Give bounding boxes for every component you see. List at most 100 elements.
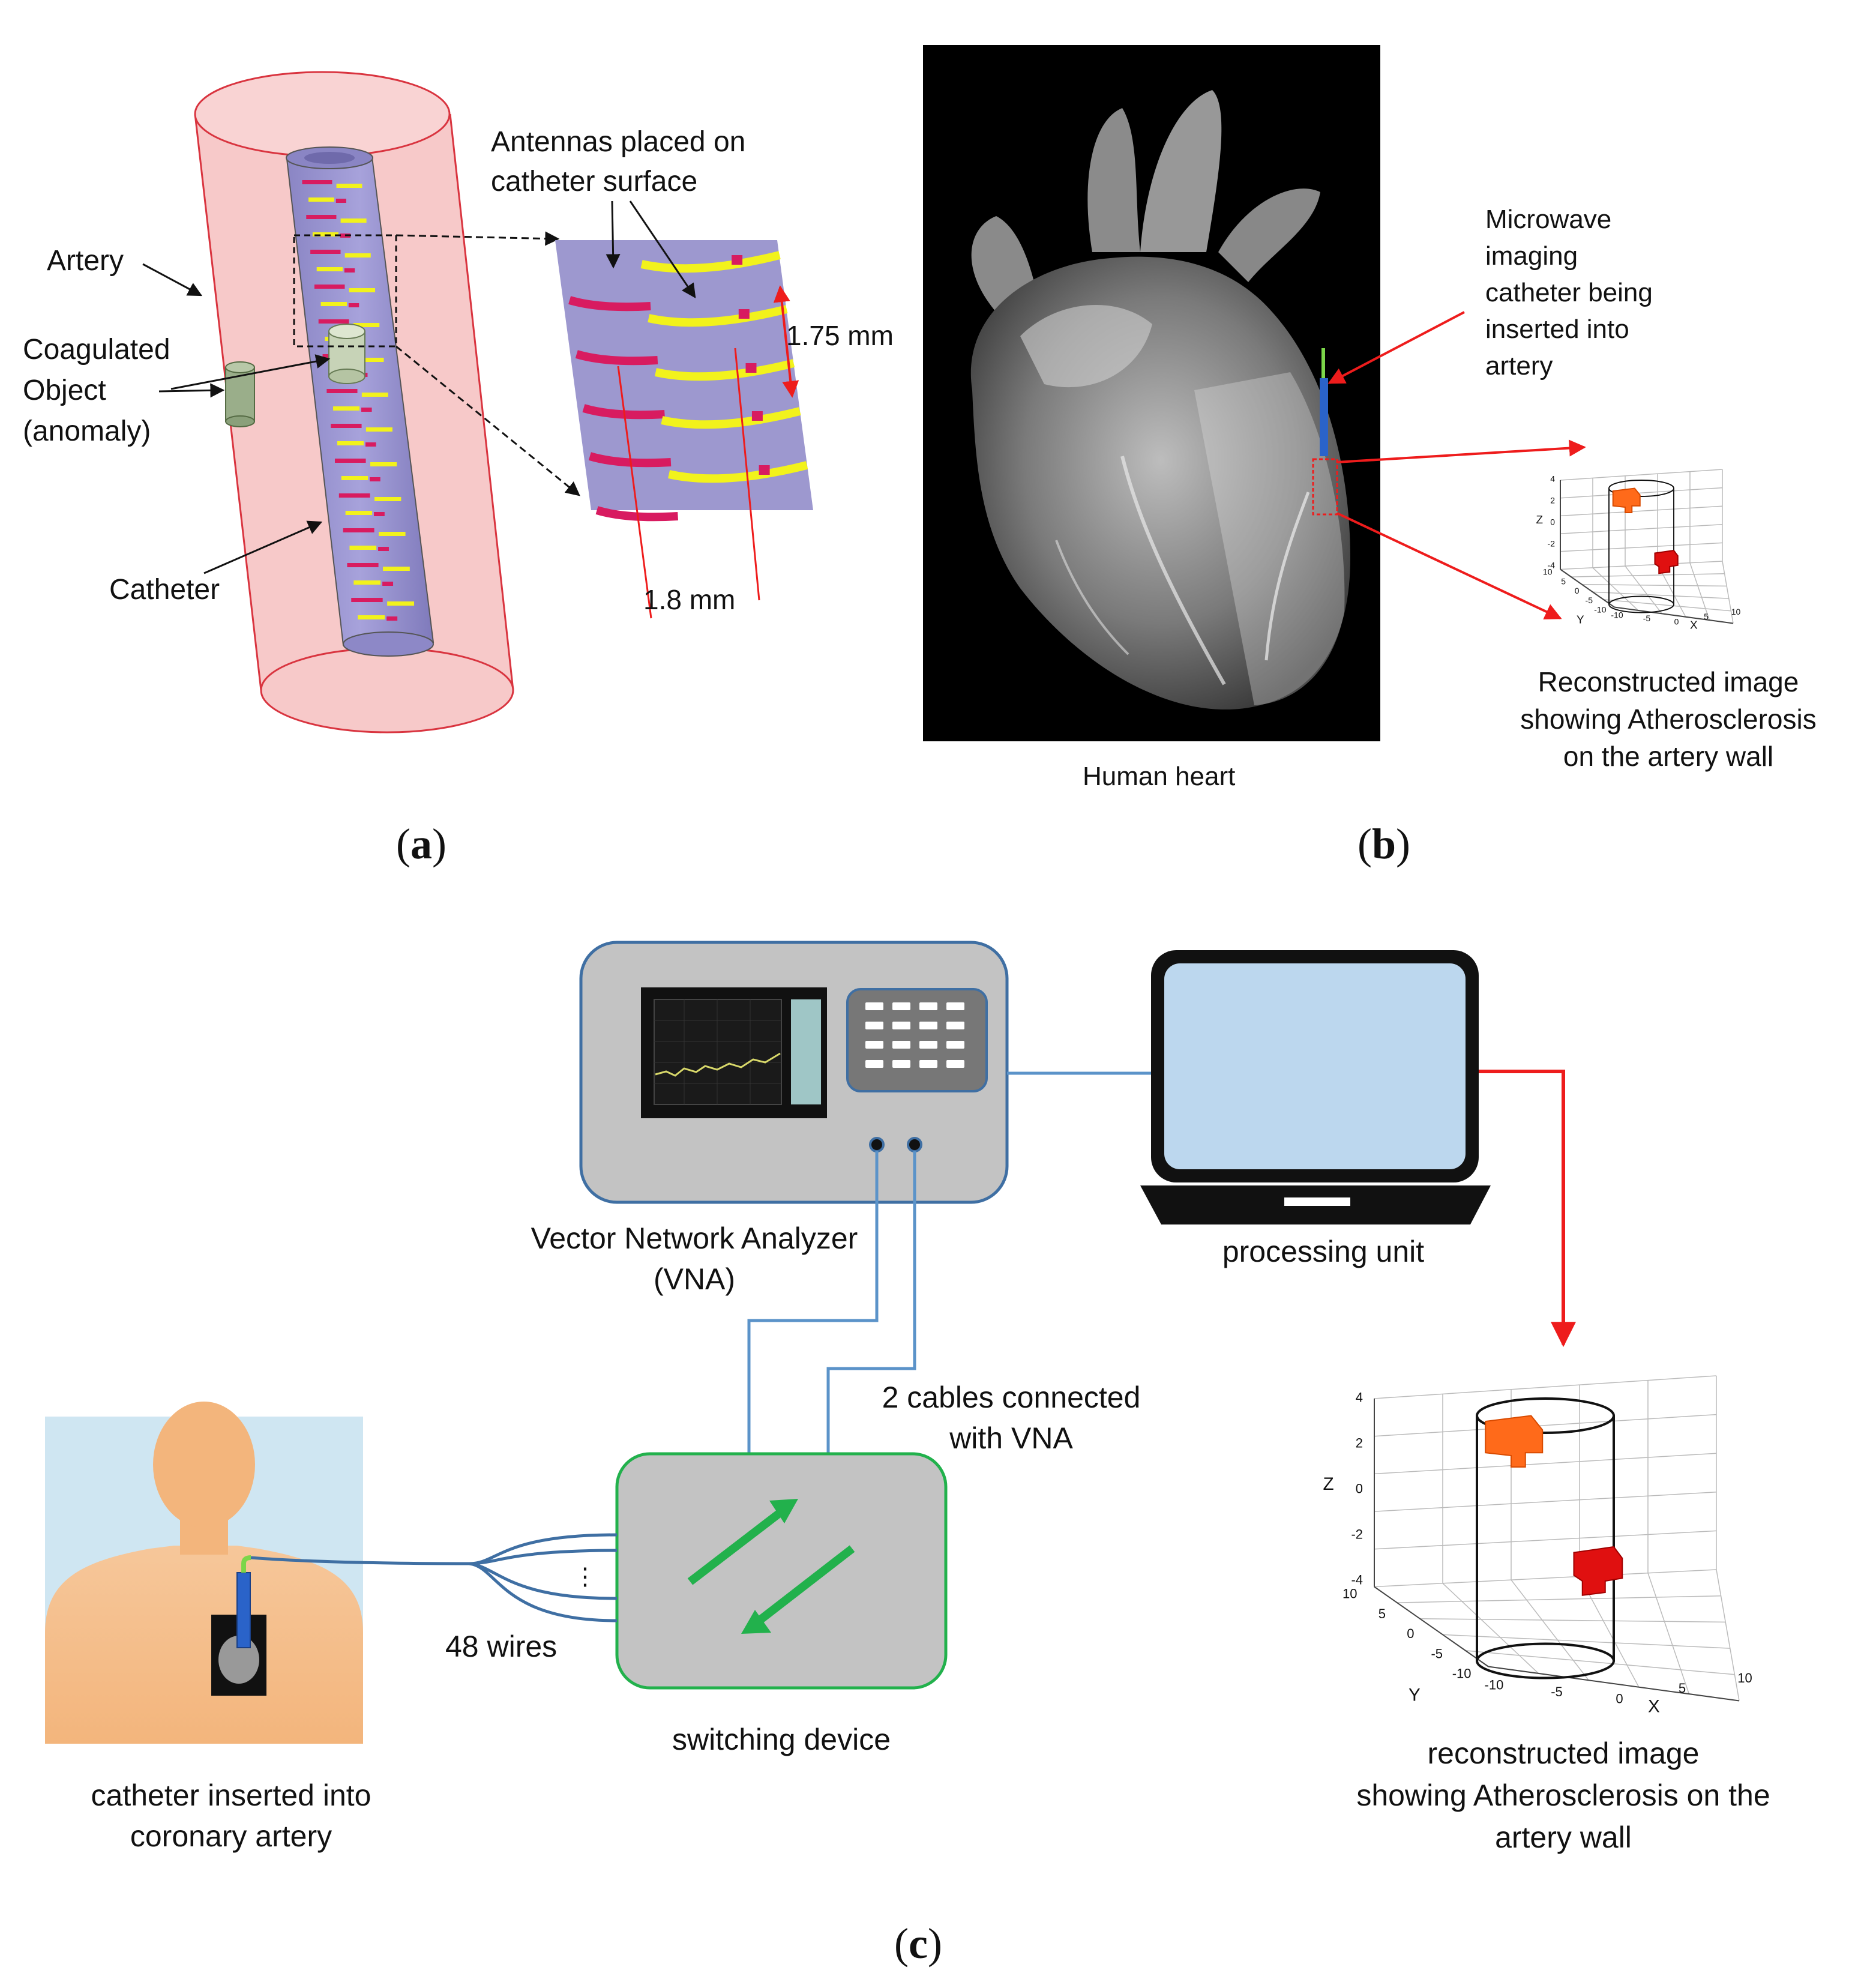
caption-c: (c) — [894, 1920, 942, 1968]
processing-label: processing unit — [1222, 1235, 1424, 1268]
vna-cable-1 — [747, 1151, 879, 1454]
antenna-segment — [326, 389, 358, 393]
keypad-key — [892, 1002, 910, 1010]
y-tick-label: 10 — [1543, 567, 1553, 577]
microwave-label-2: imaging — [1485, 241, 1578, 271]
antenna-segment — [374, 512, 385, 516]
keypad-key — [946, 1041, 964, 1049]
wires-label: 48 wires — [445, 1630, 557, 1663]
antenna-segment — [344, 253, 371, 258]
patient-illustration — [45, 1402, 363, 1744]
laptop-screen — [1164, 963, 1466, 1169]
antenna-segment — [386, 616, 398, 621]
grid-line — [1571, 573, 1725, 577]
keypad-key — [892, 1060, 910, 1068]
antenna-segment — [340, 218, 367, 223]
keypad-key — [946, 1002, 964, 1010]
antenna-segment — [374, 497, 401, 501]
cables-label-2: with VNA — [949, 1421, 1073, 1455]
x-tick-label: 5 — [1679, 1681, 1686, 1696]
antenna-segment — [334, 459, 366, 463]
coagulated-object-left — [225, 361, 255, 427]
zoomed-catheter-inset — [555, 240, 813, 619]
x-tick-label: -5 — [1643, 613, 1651, 623]
microwave-label-1: Microwave — [1485, 205, 1611, 234]
antenna-segment — [349, 288, 376, 292]
processing-unit-laptop — [1140, 950, 1491, 1224]
grid-line — [1397, 1595, 1721, 1603]
z-tick-label: 2 — [1356, 1436, 1363, 1451]
microwave-label-3: catheter being — [1485, 278, 1653, 307]
heart-catheter-body — [1320, 378, 1328, 456]
antenna-segment — [341, 476, 368, 480]
anomaly-orange — [1485, 1415, 1544, 1468]
antenna-segment — [387, 601, 415, 606]
grid-line — [1560, 561, 1723, 570]
inset-antenna-feed — [732, 255, 743, 265]
antenna-segment — [383, 567, 410, 571]
z-tick-label: -4 — [1351, 1573, 1363, 1588]
recon-b-label-1: Reconstructed image — [1538, 666, 1799, 697]
x-tick-label: -10 — [1485, 1678, 1504, 1693]
grid-line — [1465, 1650, 1735, 1675]
zoom-arrow-bottom — [395, 345, 580, 496]
antenna-segment — [382, 582, 394, 586]
antenna-segment — [337, 441, 364, 445]
grid-line — [1716, 1569, 1740, 1701]
grid-line — [1560, 487, 1723, 499]
antennas-pointer-left — [606, 200, 621, 269]
keypad-key — [946, 1022, 964, 1029]
inset-antenna-feed — [759, 465, 770, 475]
patient-catheter — [236, 1572, 251, 1648]
antenna-segment — [353, 323, 380, 327]
inset-antenna-magenta — [595, 506, 679, 522]
artery-pointer — [142, 263, 203, 297]
z-tick-label: 2 — [1550, 496, 1555, 505]
grid-line — [1560, 469, 1723, 481]
antenna-segment — [335, 199, 346, 203]
antenna-segment — [302, 180, 332, 184]
microwave-label-5: artery — [1485, 351, 1553, 381]
inset-antenna-magenta — [575, 350, 658, 366]
keypad-key — [865, 1022, 883, 1029]
panel-c: Vector Network Analyzer (VNA) processing… — [45, 941, 1770, 1968]
microwave-label-4: inserted into — [1485, 315, 1629, 344]
grid-line — [1625, 565, 1662, 614]
keypad-key — [865, 1002, 883, 1010]
recon-c-label-1: reconstructed image — [1427, 1736, 1699, 1770]
x-tick-label: 10 — [1737, 1670, 1752, 1685]
grid-line — [1560, 505, 1723, 517]
catheter-c-label-1: catheter inserted into — [91, 1779, 371, 1812]
heart-illustration — [970, 90, 1350, 710]
plot-cylinder-bottom — [1476, 1642, 1615, 1679]
vna-cable-2 — [826, 1151, 916, 1454]
vna-port-1 — [869, 1137, 885, 1152]
y-tick-label: 0 — [1575, 586, 1580, 595]
antennas-label-1: Antennas placed on — [491, 126, 745, 158]
anomaly-red — [1573, 1546, 1623, 1596]
inset-antenna-feed — [751, 411, 763, 421]
recon-c-label-3: artery wall — [1495, 1821, 1632, 1854]
coagulated-label-3: (anomaly) — [23, 415, 151, 447]
keypad-key — [865, 1060, 883, 1068]
antennas-label-2: catheter surface — [491, 166, 697, 197]
vna-label-1: Vector Network Analyzer — [531, 1221, 858, 1255]
inset-antenna-yellow — [661, 407, 801, 429]
antenna-segment — [338, 493, 370, 498]
grid-line — [1592, 591, 1729, 599]
antenna-segment — [349, 546, 377, 550]
antenna-segment — [358, 615, 385, 619]
y-tick-label: 5 — [1561, 576, 1566, 586]
antenna-segment — [365, 427, 392, 432]
y-tick-label: -5 — [1431, 1646, 1443, 1661]
vna-label-2: (VNA) — [654, 1262, 735, 1296]
antenna-segment — [308, 197, 334, 202]
z-axis-label: Z — [1323, 1474, 1334, 1494]
grid-line — [1592, 567, 1639, 611]
antenna-segment — [310, 250, 341, 254]
antenna-segment — [314, 285, 345, 289]
anomaly-orange — [1612, 487, 1641, 513]
z-tick-label: -2 — [1548, 539, 1556, 549]
x-tick-label: 0 — [1674, 616, 1679, 626]
